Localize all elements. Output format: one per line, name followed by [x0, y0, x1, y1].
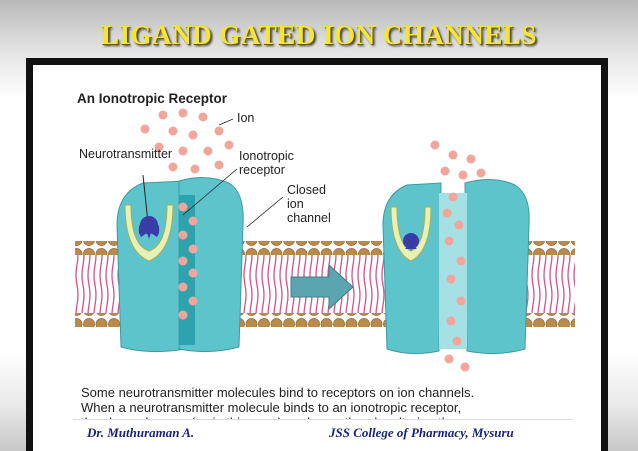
ionotropic-receptor-label: Ionotropic receptor [239, 149, 294, 177]
closed-ion-channel-label-line3: channel [287, 211, 331, 225]
figure-frame: An Ionotropic Receptor Ion Neurotransmit… [26, 58, 608, 451]
ionotropic-receptor-label-line1: Ionotropic [239, 149, 294, 163]
ion-particles-flowing [430, 140, 486, 372]
closed-ion-channel-label-line2: ion [287, 197, 304, 211]
neurotransmitter-label: Neurotransmitter [79, 147, 173, 161]
open-ion-channel [382, 179, 530, 355]
institution-name: JSS College of Pharmacy, Mysuru [329, 425, 514, 440]
ion-label: Ion [237, 111, 255, 125]
label-leader-lines [182, 118, 284, 228]
caption-line-1: Some neurotransmitter molecules bind to … [81, 385, 475, 400]
footer-bar: Dr. Muthuraman A. JSS College of Pharmac… [73, 419, 573, 446]
figure-heading: An Ionotropic Receptor [77, 91, 228, 106]
figure-panel: An Ionotropic Receptor Ion Neurotransmit… [33, 65, 601, 451]
ionotropic-receptor-diagram [75, 108, 575, 372]
ion-particles [140, 108, 234, 320]
author-name: Dr. Muthuraman A. [87, 425, 195, 440]
closed-ion-channel-label-line1: Closed [287, 183, 326, 197]
closed-ion-channel-label: Closed ion channel [287, 183, 331, 225]
slide-title: LIGAND GATED ION CHANNELS [101, 20, 537, 50]
transition-arrow [290, 263, 354, 311]
ionotropic-receptor-label-line2: receptor [239, 163, 285, 177]
neurotransmitter-molecule [138, 174, 160, 239]
caption-line-2: When a neurotransmitter molecule binds t… [81, 400, 462, 415]
